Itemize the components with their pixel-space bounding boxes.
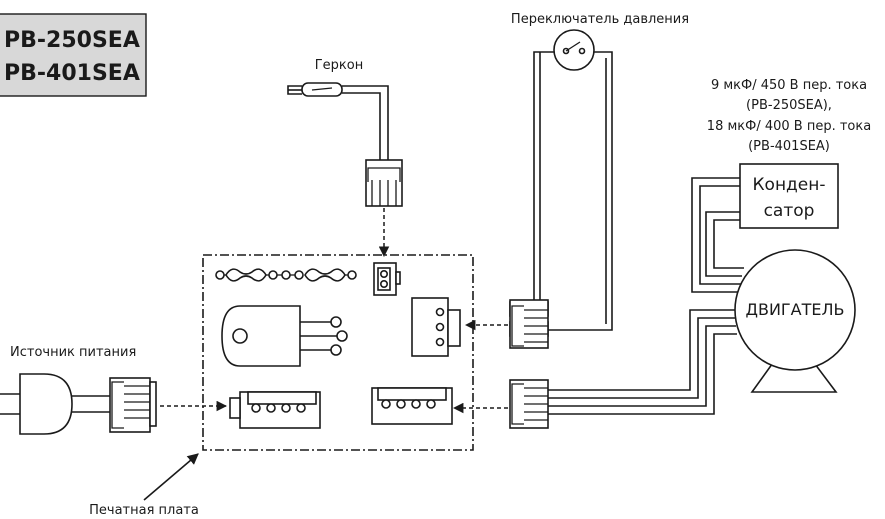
capacitor-spec-4: (PB-401SEA) xyxy=(748,139,830,154)
motor-connector xyxy=(509,379,549,429)
motor-wire-1 xyxy=(548,309,735,391)
pressure-switch-wire-right xyxy=(510,51,613,331)
reed-switch-label: Геркон xyxy=(315,58,363,73)
pcb-outline xyxy=(202,254,474,451)
capacitor-spec-2: (PB-250SEA), xyxy=(746,98,832,113)
reed-switch: Геркон xyxy=(287,58,389,160)
power-source-label: Источник питания xyxy=(10,345,136,360)
reed-connector xyxy=(365,159,403,207)
pcb xyxy=(202,254,474,451)
model-box: PB-250SEA PB-401SEA xyxy=(0,13,147,97)
power-socket xyxy=(229,391,321,429)
capacitor-box xyxy=(739,163,839,229)
power-plug-connector xyxy=(109,377,151,433)
motor: ДВИГАТЕЛЬ xyxy=(734,249,856,393)
pressure-switch-symbol xyxy=(553,29,595,71)
capacitor-label-2: сатор xyxy=(764,201,815,221)
motor-socket xyxy=(371,387,453,425)
reed-socket xyxy=(373,262,401,296)
power-plug: Источник питания xyxy=(0,345,157,435)
capacitor-spec-3: 18 мкФ/ 400 В пер. тока xyxy=(707,119,871,134)
capacitor-spec-1: 9 мкФ/ 450 В пер. тока xyxy=(711,78,867,93)
transistor xyxy=(221,305,348,367)
pressure-switch-wire-left xyxy=(510,51,554,311)
motor-label: ДВИГАТЕЛЬ xyxy=(745,300,844,319)
pressure-switch: Переключатель давления xyxy=(510,12,689,331)
model-name-2: PB-401SEA xyxy=(4,61,140,86)
pressure-socket xyxy=(411,297,461,357)
fuse-chain xyxy=(215,268,357,282)
model-name-1: PB-250SEA xyxy=(4,28,140,53)
pcb-label: Печатная плата xyxy=(89,503,199,518)
capacitor-label-1: Конден- xyxy=(752,175,825,195)
pressure-switch-connector xyxy=(509,299,549,349)
pcb-pointer xyxy=(143,453,199,501)
pressure-switch-label: Переключатель давления xyxy=(511,12,689,27)
capacitor: 9 мкФ/ 450 В пер. тока (PB-250SEA), 18 м… xyxy=(691,78,871,293)
